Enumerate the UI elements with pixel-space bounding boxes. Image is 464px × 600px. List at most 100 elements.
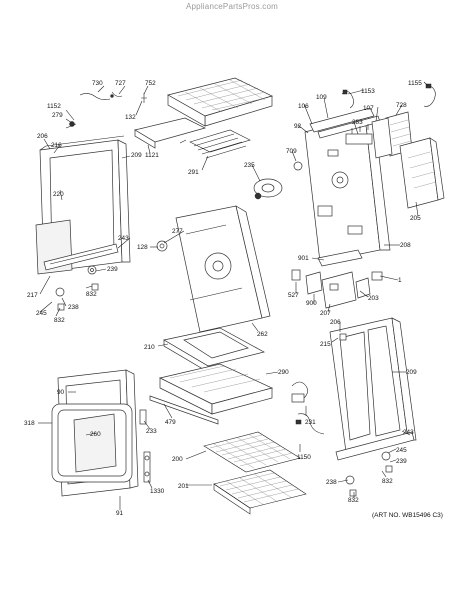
part-label: 832: [382, 478, 393, 485]
part-label: 260: [90, 431, 101, 438]
drawer-slide-479: [149, 395, 219, 425]
part-label: 277: [172, 228, 183, 235]
part-label: 203: [368, 295, 379, 302]
part-label: 233: [146, 428, 157, 435]
rail-243-right: [335, 431, 415, 461]
part-label: 231: [305, 419, 316, 426]
part-label: 91: [116, 510, 124, 517]
part-label: 216: [51, 142, 62, 149]
part-label: 206: [330, 319, 341, 326]
part-label: 728: [396, 102, 407, 109]
part-label: 201: [178, 483, 189, 490]
part-label: 527: [288, 292, 299, 299]
clip-752: [141, 93, 147, 103]
rear-panel-208: [304, 115, 391, 263]
art-number: (ART NO. WB15496 C3): [372, 512, 443, 519]
part-label: 727: [115, 80, 126, 87]
relay-900: [305, 271, 323, 295]
rail-243-left: [43, 243, 119, 271]
part-label: 235: [244, 162, 255, 169]
wires-1153-1155: [341, 83, 436, 109]
leveler-parts-left: [55, 121, 99, 311]
part-label: 128: [137, 244, 148, 251]
part-label: 709: [286, 148, 297, 155]
part-label: 318: [24, 420, 35, 427]
side-panel-right: [329, 317, 417, 453]
broil-element-291: [179, 129, 251, 159]
roller-1330: [143, 451, 151, 483]
sensor-709: [293, 161, 303, 171]
terminal-block-283: [345, 124, 373, 145]
part-label: 217: [27, 292, 38, 299]
part-label: 262: [257, 331, 268, 338]
part-label: 1: [398, 277, 402, 284]
part-label: 279: [52, 112, 63, 119]
part-label: 290: [278, 369, 289, 376]
part-label: 206: [37, 133, 48, 140]
part-label: 832: [348, 497, 359, 504]
part-label: 243: [403, 429, 414, 436]
plug-1: [371, 271, 383, 281]
part-label: 210: [144, 344, 155, 351]
sensor-wire-231-1150: [291, 381, 325, 435]
side-cover-205: [399, 137, 445, 209]
part-label: 109: [316, 94, 327, 101]
insulation-1121: [134, 117, 206, 149]
glass-panel-260: [73, 413, 117, 473]
bracket-233: [139, 409, 147, 425]
part-label: 106: [298, 103, 309, 110]
blower-235: [253, 178, 283, 200]
part-label: 900: [306, 300, 317, 307]
watermark: AppliancePartsPros.com: [186, 2, 278, 11]
part-label: 245: [396, 447, 407, 454]
part-label: 1155: [408, 80, 422, 87]
part-label: 220: [53, 191, 64, 198]
part-label: 1121: [145, 152, 159, 159]
wire-harness-730: [79, 91, 123, 100]
leader-lines: [38, 81, 429, 510]
broil-pan-insert-290: [158, 363, 274, 415]
terminal-203: [355, 277, 371, 299]
part-label: 90: [57, 389, 65, 396]
part-label: 479: [165, 419, 176, 426]
part-label: 107: [363, 105, 374, 112]
part-label: 238: [326, 479, 337, 486]
part-label: 283: [352, 119, 363, 126]
cover-107: [371, 117, 393, 159]
part-label: 1153: [361, 88, 375, 95]
control-board-207: [321, 271, 357, 309]
part-label: 238: [68, 304, 79, 311]
part-labels: 730 727 752 132 1152 279 206 216 209 112…: [24, 80, 422, 517]
cooktop-frame-top: [167, 77, 273, 127]
switch-527: [291, 269, 301, 281]
part-label: 901: [298, 255, 309, 262]
part-label: 132: [125, 114, 136, 121]
part-label: 1150: [297, 454, 311, 461]
oven-rack-201: [213, 469, 307, 515]
part-label: 1152: [47, 103, 61, 110]
part-label: 245: [36, 310, 47, 317]
leveler-parts-right: [339, 333, 393, 497]
broil-pan-210: [163, 327, 265, 373]
part-label: 239: [396, 458, 407, 465]
part-label: 752: [145, 80, 156, 87]
part-label: 215: [320, 341, 331, 348]
part-label: 208: [400, 242, 411, 249]
part-label: 200: [172, 456, 183, 463]
part-label: 209: [131, 152, 142, 159]
part-label: 832: [86, 291, 97, 298]
part-label: 243: [118, 235, 129, 242]
wire-cover-106-109: [309, 107, 381, 139]
part-label: 92: [294, 123, 302, 130]
gasket-128-277: [156, 240, 168, 252]
part-label: 1330: [150, 488, 165, 495]
part-label: 730: [92, 80, 103, 87]
part-label: 205: [410, 215, 421, 222]
part-label: 832: [54, 317, 65, 324]
part-label: 209: [406, 369, 417, 376]
part-label: 291: [188, 169, 199, 176]
oven-rack-200: [203, 431, 301, 473]
oven-cavity-back-262: [175, 205, 271, 333]
control-bracket-901: [317, 249, 363, 267]
